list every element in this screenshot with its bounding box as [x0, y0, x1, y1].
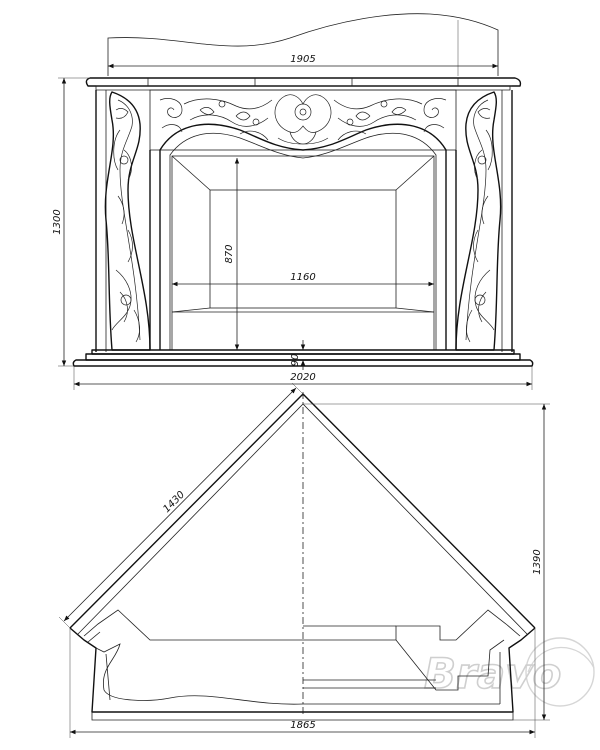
plan-left-half: [69, 609, 304, 721]
dim-base-width: 2020: [290, 372, 315, 383]
top-view: Bravo: [58, 382, 595, 738]
corner-walls: [69, 393, 536, 629]
dim-mantel-width: 1905: [290, 54, 315, 65]
frieze-panel: [149, 89, 457, 350]
dim-opening-width: 1160: [290, 272, 315, 283]
dim-total-height: 1300: [52, 209, 63, 234]
plan-right-half: [303, 609, 536, 721]
right-leg: [455, 91, 502, 351]
front-dimensions: [58, 60, 533, 390]
dim-side-length: 1430: [161, 489, 187, 515]
dim-hearth-offset: 90: [290, 354, 301, 367]
front-view: 1905 1300 870 1160 90 2020: [52, 13, 534, 390]
dim-front-width: 1865: [290, 720, 315, 731]
dim-opening-height: 870: [224, 244, 235, 263]
body-outline: [95, 90, 513, 352]
watermark-text: Bravo: [424, 649, 561, 698]
left-leg: [104, 91, 151, 351]
wall-outline: [107, 13, 499, 76]
firebox: [171, 155, 435, 351]
dim-depth: 1390: [532, 549, 543, 574]
mantel-shelf: [85, 77, 522, 91]
top-dimensions: [58, 382, 550, 738]
